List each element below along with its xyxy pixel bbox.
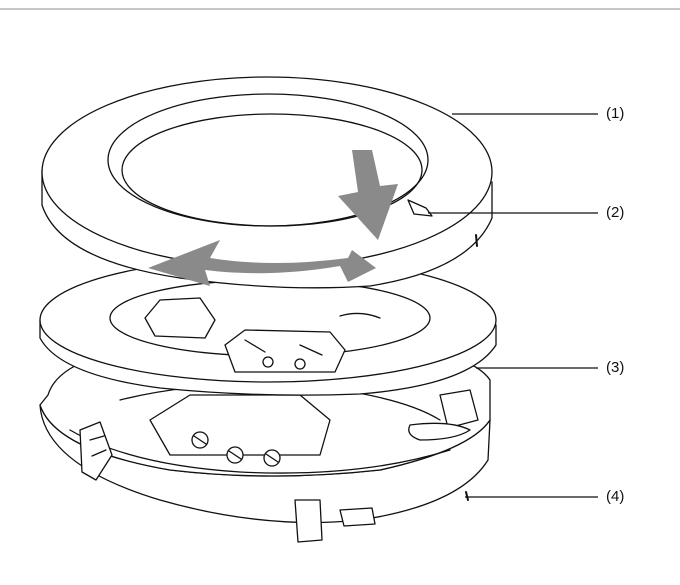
callout-2: (2) [606, 204, 625, 221]
leader-lines [428, 113, 598, 498]
callout-4: (4) [606, 488, 625, 505]
decorative-ring [39, 257, 497, 396]
push-arrow-icon [338, 150, 398, 240]
rotate-arrow-icon [148, 240, 376, 286]
top-ring [41, 76, 493, 289]
callout-3: (3) [606, 359, 625, 376]
callout-1: (1) [606, 105, 625, 122]
top-rule [0, 8, 680, 10]
